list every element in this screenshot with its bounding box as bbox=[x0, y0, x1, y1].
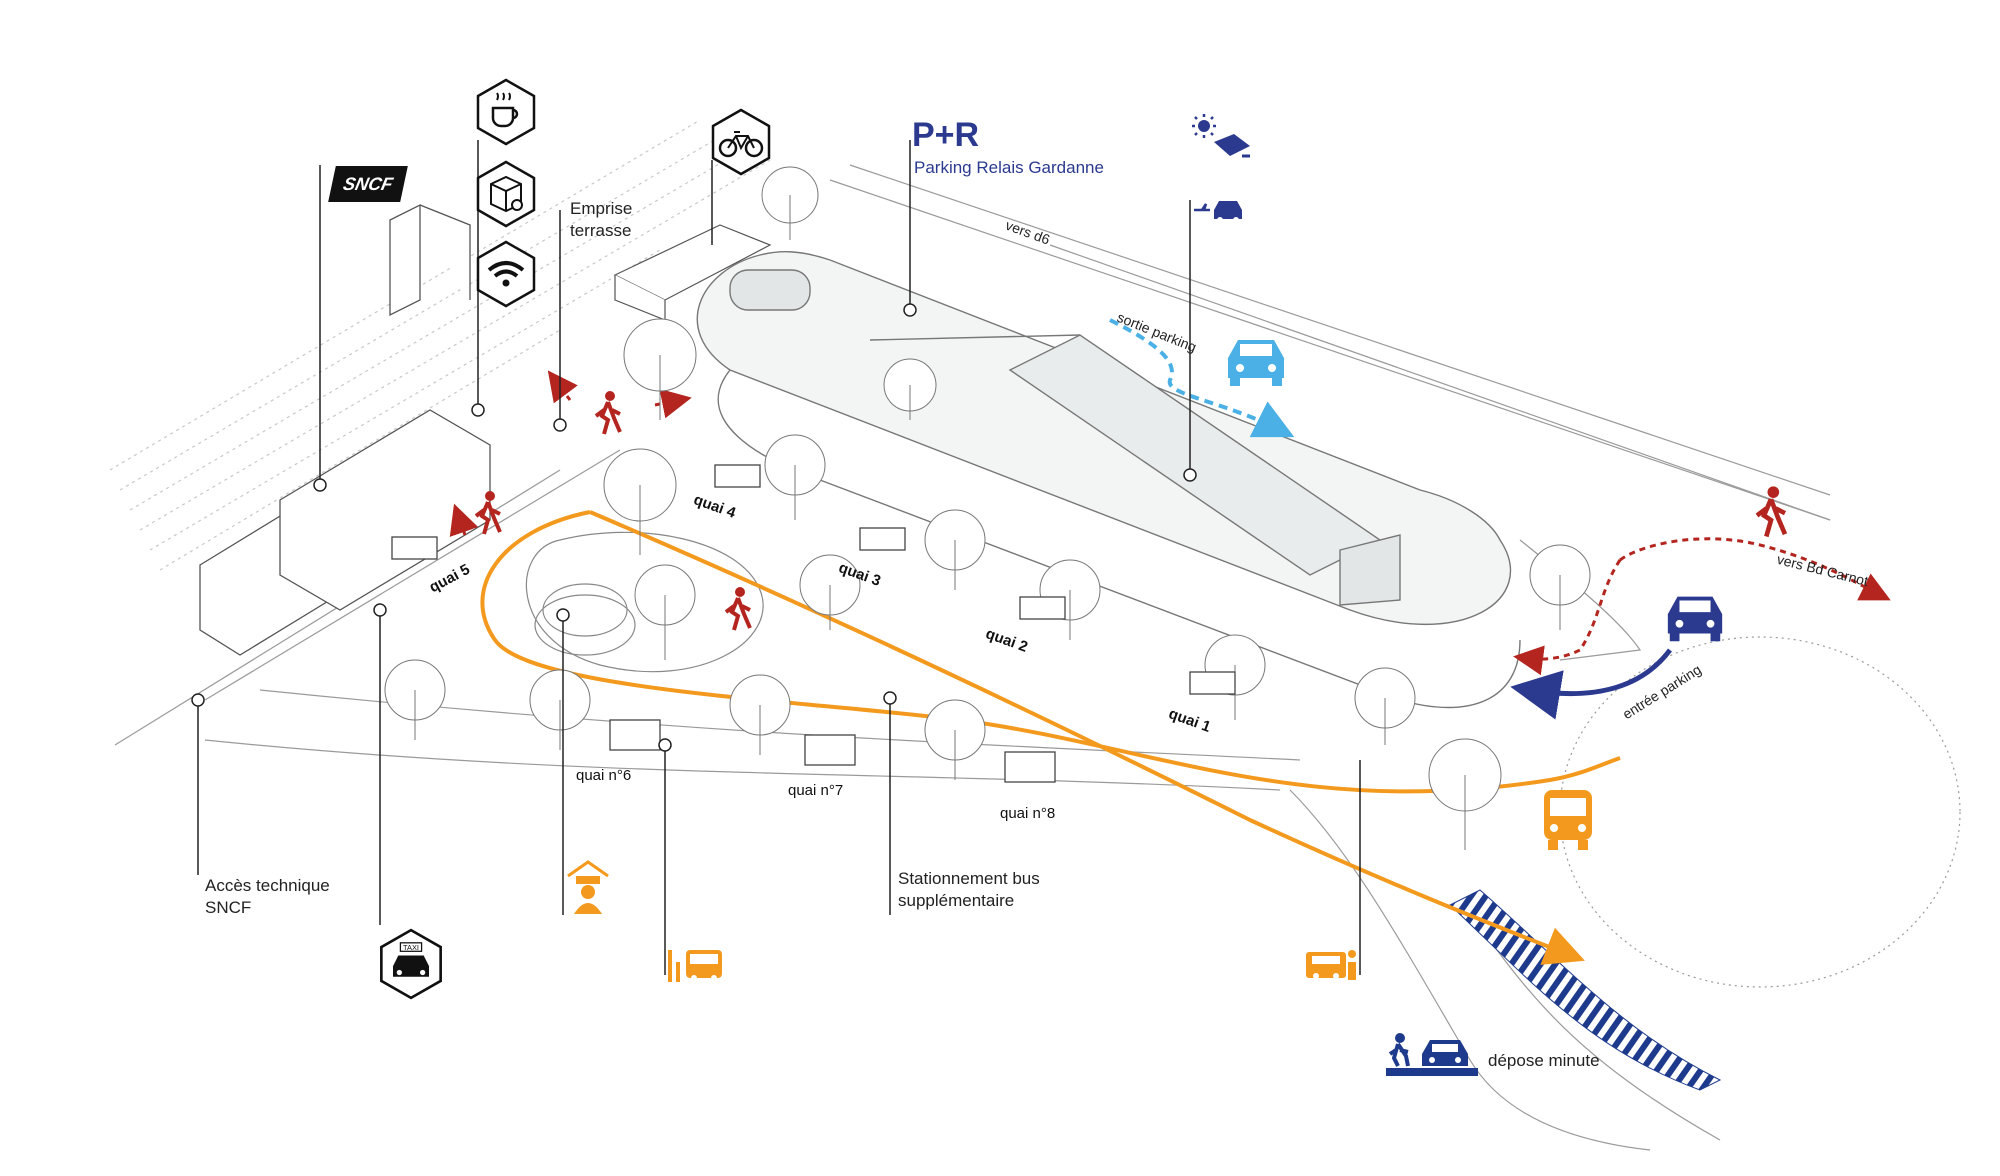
station-building bbox=[199, 203, 491, 656]
ticket-kiosk-icon bbox=[1306, 950, 1356, 980]
coffee-icon bbox=[476, 78, 536, 146]
ev-charging-icon bbox=[1194, 201, 1242, 223]
drop-off-icon bbox=[1386, 1033, 1478, 1076]
bus-stop-icon bbox=[668, 950, 722, 982]
solar-panel-icon bbox=[1192, 114, 1250, 158]
trees bbox=[384, 166, 1591, 850]
bicycle-icon bbox=[711, 108, 771, 176]
quai-7-label: quai n°7 bbox=[788, 782, 844, 799]
bus-island bbox=[525, 531, 764, 673]
parking-relais bbox=[696, 251, 1521, 709]
parking-relais-label: Parking Relais Gardanne bbox=[914, 158, 1104, 177]
parcel-locker-icon bbox=[476, 160, 536, 228]
stationnement-bus-label: Stationnement bus supplémentaire bbox=[898, 869, 1040, 910]
car-exit-icon bbox=[1228, 340, 1284, 386]
leader-lines bbox=[197, 140, 1361, 975]
emprise-label: Emprise terrasse bbox=[570, 199, 633, 240]
acces-technique-label: Accès technique SNCF bbox=[205, 876, 330, 917]
pedestrian-icon bbox=[1755, 486, 1788, 538]
pedestrian-icon bbox=[724, 587, 752, 631]
quai-8-label: quai n°8 bbox=[1000, 805, 1056, 822]
bus-icon bbox=[1544, 790, 1592, 850]
wifi-icon bbox=[476, 240, 536, 308]
parking-relais-icon: P+R bbox=[912, 116, 980, 154]
station-agent-icon bbox=[567, 860, 609, 914]
exit-flow bbox=[1109, 318, 1295, 438]
quai-6-label: quai n°6 bbox=[576, 767, 632, 784]
bus-shelters bbox=[391, 464, 1236, 783]
leader-dots bbox=[191, 303, 1197, 752]
taxi-icon: TAXI bbox=[380, 928, 442, 1000]
pedestrian-flow-entry bbox=[1513, 559, 1622, 676]
car-entry-icon bbox=[1667, 596, 1723, 642]
pedestrian-icon bbox=[594, 391, 622, 435]
sncf-logo-text: SNCF bbox=[341, 173, 395, 194]
bike-shelter bbox=[613, 224, 772, 321]
bus-route-main bbox=[589, 510, 1585, 965]
pedestrian-flow-carnot bbox=[1619, 537, 1891, 601]
entry-flow bbox=[1510, 648, 1672, 720]
taxi-text: TAXI bbox=[403, 943, 419, 952]
pedestrian-icon bbox=[474, 491, 502, 535]
depose-minute-label: dépose minute bbox=[1488, 1051, 1600, 1070]
sncf-logo-icon: SNCF bbox=[328, 166, 408, 202]
roundabout bbox=[1559, 636, 1961, 988]
